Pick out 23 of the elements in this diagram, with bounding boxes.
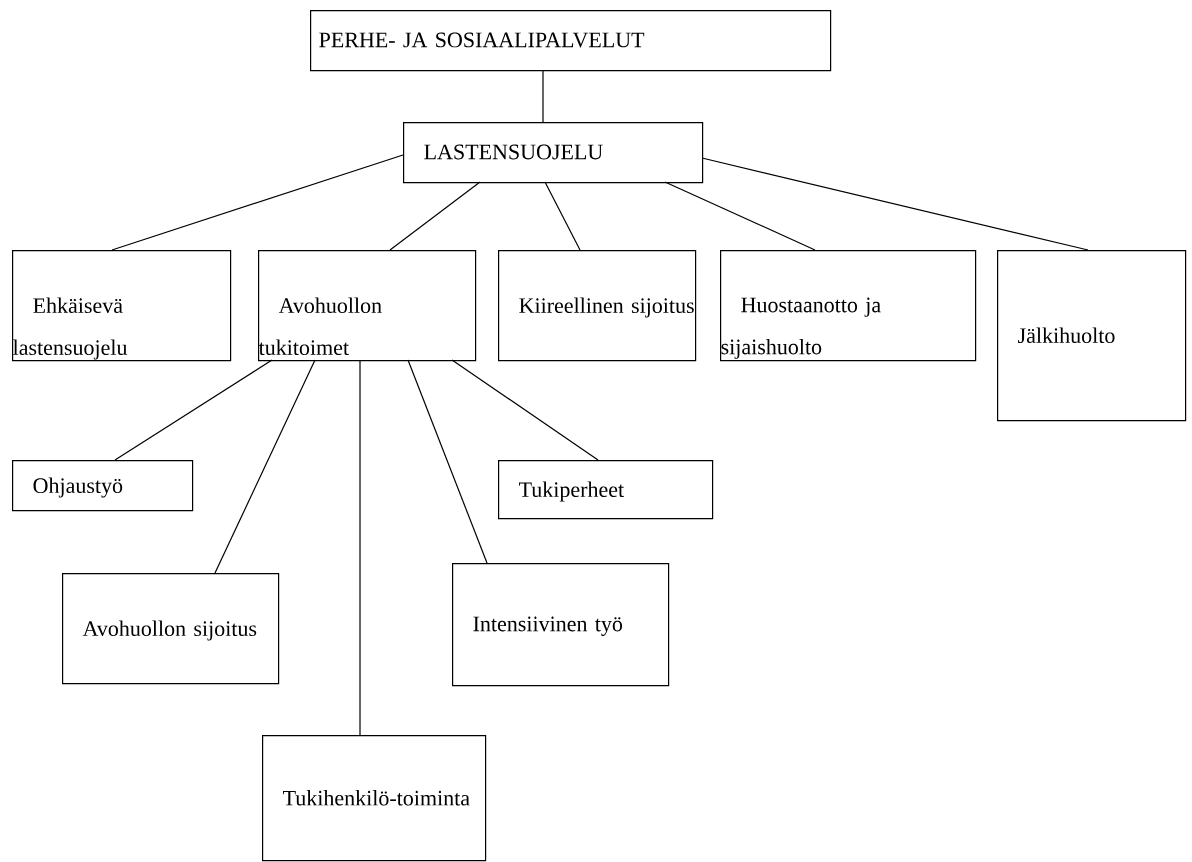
connector-line — [359, 359, 361, 736]
org-box: Jälkihuolto — [997, 250, 1187, 422]
connector-line — [111, 154, 404, 251]
connector-line — [664, 181, 816, 251]
org-box: Kiireellinen sijoitus — [498, 250, 697, 362]
org-box: PERHE- JA SOSIAALIPALVELUT — [310, 10, 832, 72]
connector-line — [451, 359, 599, 461]
org-box: Ehkäisevä lastensuojelu — [12, 250, 232, 362]
org-box: Avohuollon sijoitus — [62, 573, 280, 685]
org-box: Tukiperheet — [498, 460, 714, 520]
connector-line — [544, 181, 581, 251]
org-box: Avohuollon tukitoimet — [258, 250, 477, 362]
connector-line — [701, 157, 1089, 251]
connector-line — [542, 69, 544, 123]
org-box: Tukihenkilö-toiminta — [262, 735, 487, 862]
org-box: Huostaanotto ja sijaishuolto — [720, 250, 977, 362]
org-box: LASTENSUOJELU — [403, 122, 704, 184]
connector-line — [389, 181, 481, 251]
connector-line — [214, 359, 316, 574]
connector-line — [407, 359, 488, 564]
org-box: Intensiivinen työ — [452, 563, 670, 687]
org-box: Ohjaustyö — [12, 460, 194, 512]
connector-line — [114, 359, 273, 461]
